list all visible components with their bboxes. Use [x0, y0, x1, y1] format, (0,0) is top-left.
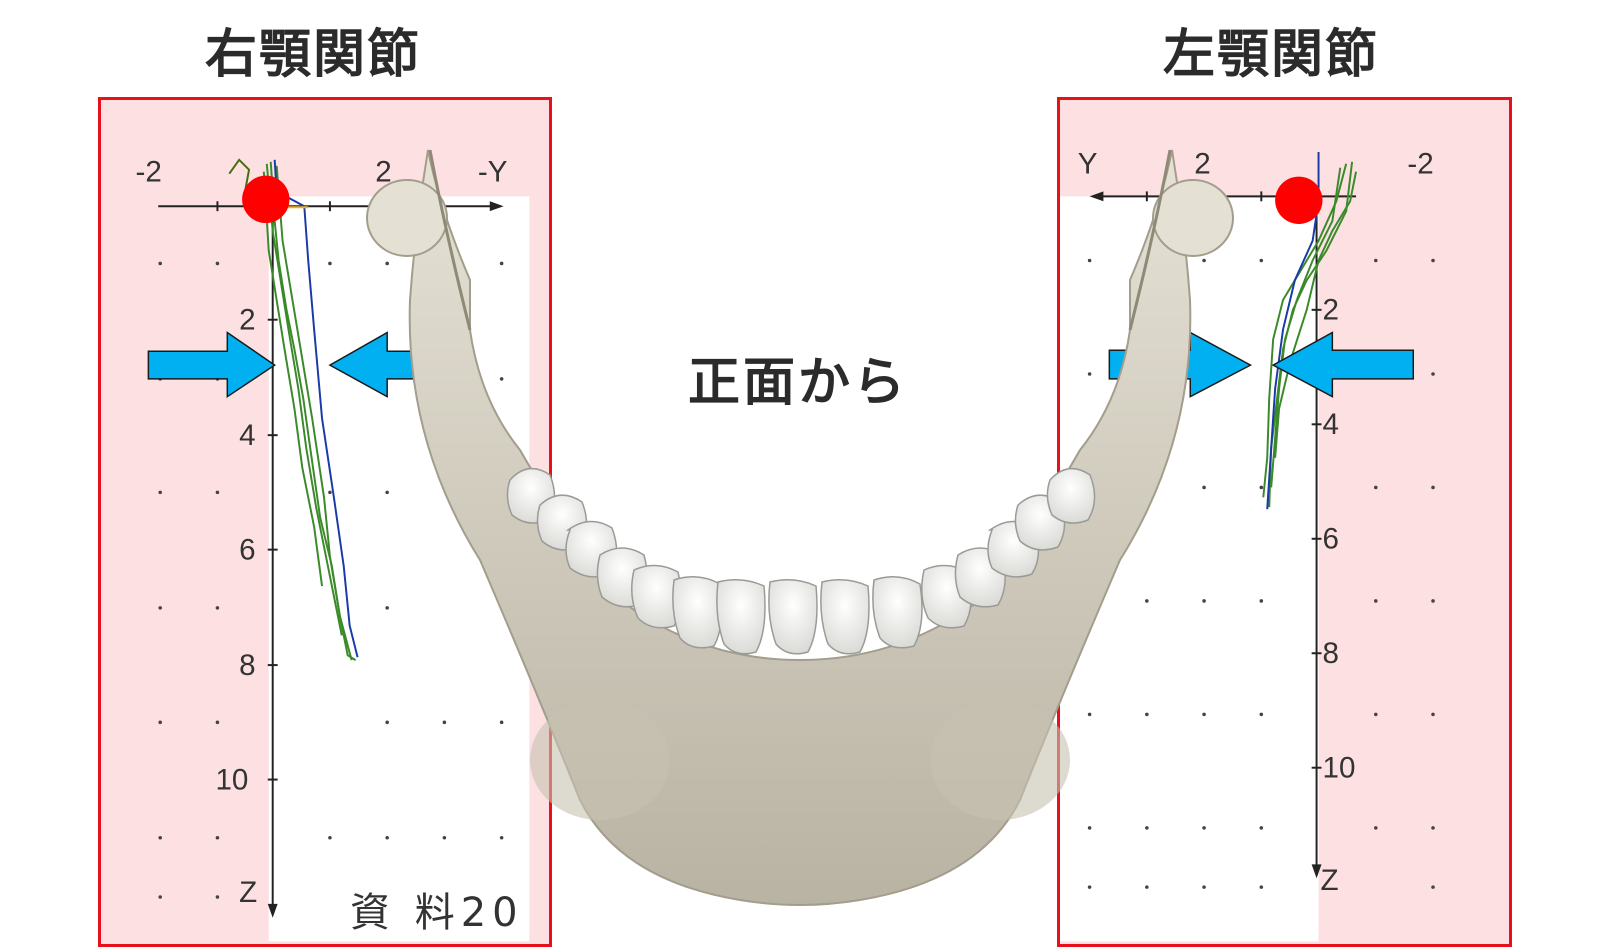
- right-joint-title: 右顎関節: [205, 25, 422, 85]
- x-tick-label: -2: [136, 156, 162, 189]
- left-joint-plot: Y 2 -2 2 4 6 8 10 Z: [1060, 148, 1435, 942]
- right-joint-panel: -2 2 -Y 2 4 6 8 10 Z: [98, 97, 552, 947]
- z-tick-label: Z: [1321, 864, 1339, 897]
- z-tick-label: 10: [215, 763, 248, 796]
- z-tick-label: 10: [1322, 752, 1355, 785]
- z-tick-label: 8: [239, 649, 255, 682]
- z-tick-label: 4: [1322, 408, 1338, 441]
- condyle-marker: [1275, 176, 1323, 224]
- z-tick-label: 6: [239, 533, 255, 566]
- z-tick-label: Z: [239, 876, 257, 909]
- x-tick-label: -2: [1407, 148, 1433, 181]
- z-tick-label: 2: [239, 304, 255, 337]
- z-tick-label: 8: [1322, 637, 1338, 670]
- source-label: 資 料20: [350, 890, 524, 936]
- teeth: [506, 467, 1096, 655]
- x-tick-label: 2: [1194, 148, 1210, 181]
- z-tick-label: 4: [239, 419, 255, 452]
- left-joint-panel: Y 2 -2 2 4 6 8 10 Z: [1057, 97, 1512, 947]
- z-tick-label: 2: [1322, 294, 1338, 327]
- x-tick-label: -Y: [478, 156, 508, 189]
- front-view-label: 正面から: [688, 353, 909, 413]
- right-joint-plot: -2 2 -Y 2 4 6 8 10 Z: [136, 156, 530, 942]
- x-tick-label: 2: [375, 156, 391, 189]
- z-tick-label: 6: [1322, 523, 1338, 556]
- condyle-marker: [242, 175, 290, 224]
- left-joint-title: 左顎関節: [1163, 25, 1380, 85]
- x-tick-label: Y: [1078, 148, 1098, 181]
- movement-traces: [228, 158, 359, 661]
